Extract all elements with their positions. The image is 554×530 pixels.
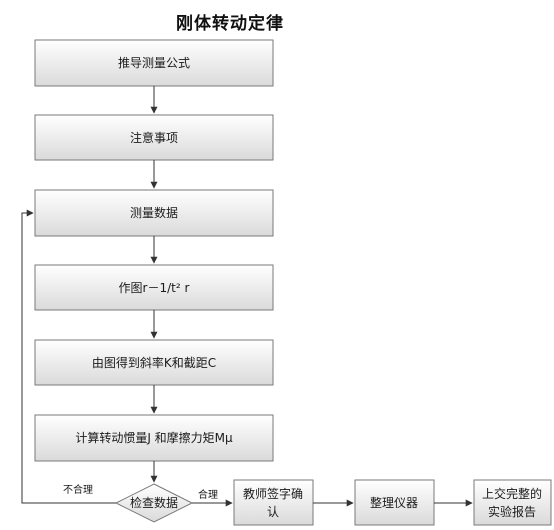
step-compute-inertia: 计算转动惯量J 和摩擦力矩Mμ <box>34 414 274 462</box>
step-derive-formula: 推导测量公式 <box>34 39 274 87</box>
step-label: 作图r－1/t² r <box>119 281 190 295</box>
decision-check-data: 检查数据 <box>114 483 194 523</box>
step-precautions: 注意事项 <box>34 114 274 161</box>
step-label: 计算转动惯量J 和摩擦力矩Mμ <box>75 430 233 445</box>
diagram-title: 刚体转动定律 <box>176 14 284 34</box>
step-plot-graph: 作图r－1/t² r <box>34 264 274 311</box>
step-label: 推导测量公式 <box>118 56 190 70</box>
step-submit-report: 上交完整的 实验报告 <box>473 479 552 526</box>
step-slope-intercept: 由图得到斜率K和截距C <box>34 339 274 386</box>
step-label: 测量数据 <box>130 205 178 220</box>
step-label-line1: 教师签字确 <box>243 486 303 501</box>
step-label-line2: 认 <box>267 505 279 519</box>
step-label: 由图得到斜率K和截距C <box>92 355 216 370</box>
branch-label-fail: 不合理 <box>63 483 93 496</box>
step-teacher-sign: 教师签字确 认 <box>233 479 314 526</box>
step-label: 注意事项 <box>130 130 178 145</box>
step-label-line1: 上交完整的 <box>482 486 542 501</box>
decision-label: 检查数据 <box>130 495 178 510</box>
loop-back-arrow <box>21 209 116 504</box>
step-label: 整理仪器 <box>370 495 418 510</box>
step-tidy-instruments: 整理仪器 <box>354 479 435 526</box>
step-measure-data: 测量数据 <box>34 189 274 237</box>
step-label-line2: 实验报告 <box>488 504 536 519</box>
branch-label-pass: 合理 <box>198 488 218 501</box>
